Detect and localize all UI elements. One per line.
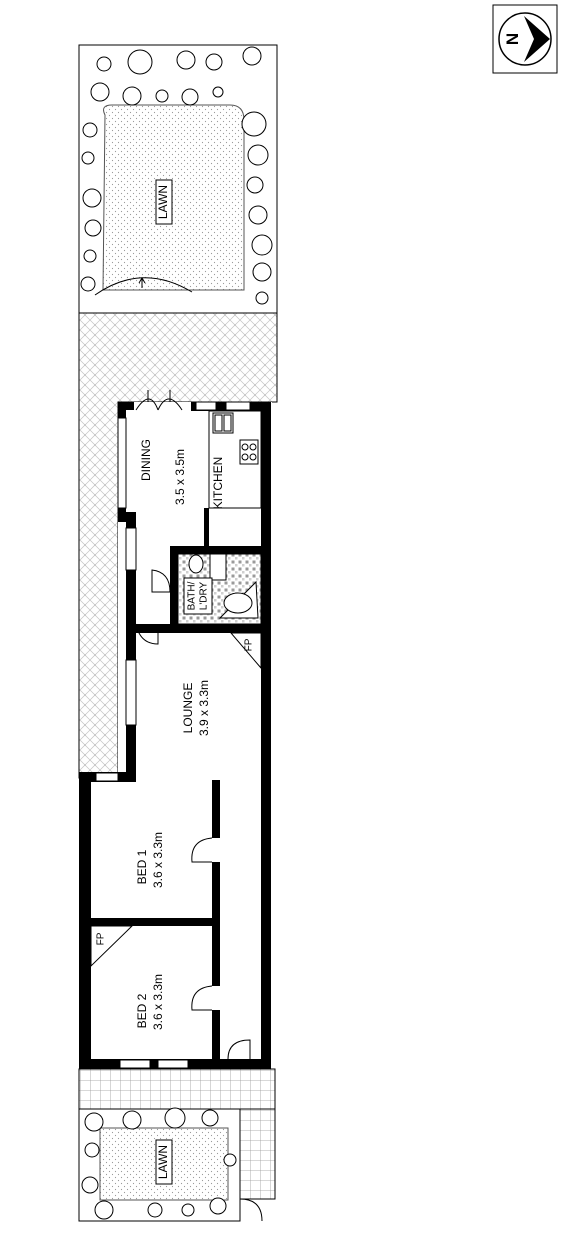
front-lawn-label: LAWN: [155, 1139, 173, 1185]
lounge-label: LOUNGE 3.9 x 3.3m: [181, 680, 211, 736]
svg-text:LOUNGE: LOUNGE: [181, 683, 195, 734]
compass: N: [492, 4, 558, 74]
fireplace-bed2: FP: [90, 925, 134, 968]
bath-laundry: BATH/ L'DRY: [177, 553, 262, 625]
svg-text:BED 1: BED 1: [135, 849, 149, 884]
doors: [135, 390, 251, 1060]
kitchen-fittings: [208, 410, 262, 509]
rear-lawn-label: LAWN: [155, 179, 173, 225]
svg-text:FP: FP: [244, 638, 255, 651]
svg-text:3.6 x 3.3m: 3.6 x 3.3m: [151, 832, 165, 888]
front-paving: [78, 1068, 276, 1200]
bed2-label: BED 2 3.6 x 3.3m: [135, 974, 165, 1030]
kitchen-label: KITCHEN: [211, 457, 225, 510]
svg-text:3.5 x 3.5m: 3.5 x 3.5m: [173, 449, 187, 505]
svg-text:BED 2: BED 2: [135, 993, 149, 1028]
svg-text:DINING: DINING: [139, 439, 153, 481]
svg-text:KITCHEN: KITCHEN: [211, 457, 225, 510]
svg-text:3.9 x 3.3m: 3.9 x 3.3m: [197, 680, 211, 736]
bed1-label: BED 1 3.6 x 3.3m: [135, 832, 165, 888]
front-garden: LAWN: [78, 1107, 263, 1222]
fireplace-lounge: FP: [229, 632, 262, 670]
shrub-icons: [80, 46, 273, 305]
rear-garden: LAWN: [78, 44, 278, 314]
north-arrow-icon: [524, 16, 550, 62]
svg-text:FP: FP: [96, 932, 107, 945]
dining-label: DINING 3.5 x 3.5m: [139, 439, 187, 505]
windows: [95, 401, 251, 1069]
svg-text:BATH/: BATH/: [187, 581, 198, 610]
svg-text:LAWN: LAWN: [156, 185, 170, 219]
shrub-icons-front: [81, 1107, 237, 1220]
svg-text:L'DRY: L'DRY: [199, 581, 210, 610]
svg-text:LAWN: LAWN: [156, 1145, 170, 1179]
svg-text:3.6 x 3.3m: 3.6 x 3.3m: [151, 974, 165, 1030]
compass-letter: N: [503, 33, 522, 45]
